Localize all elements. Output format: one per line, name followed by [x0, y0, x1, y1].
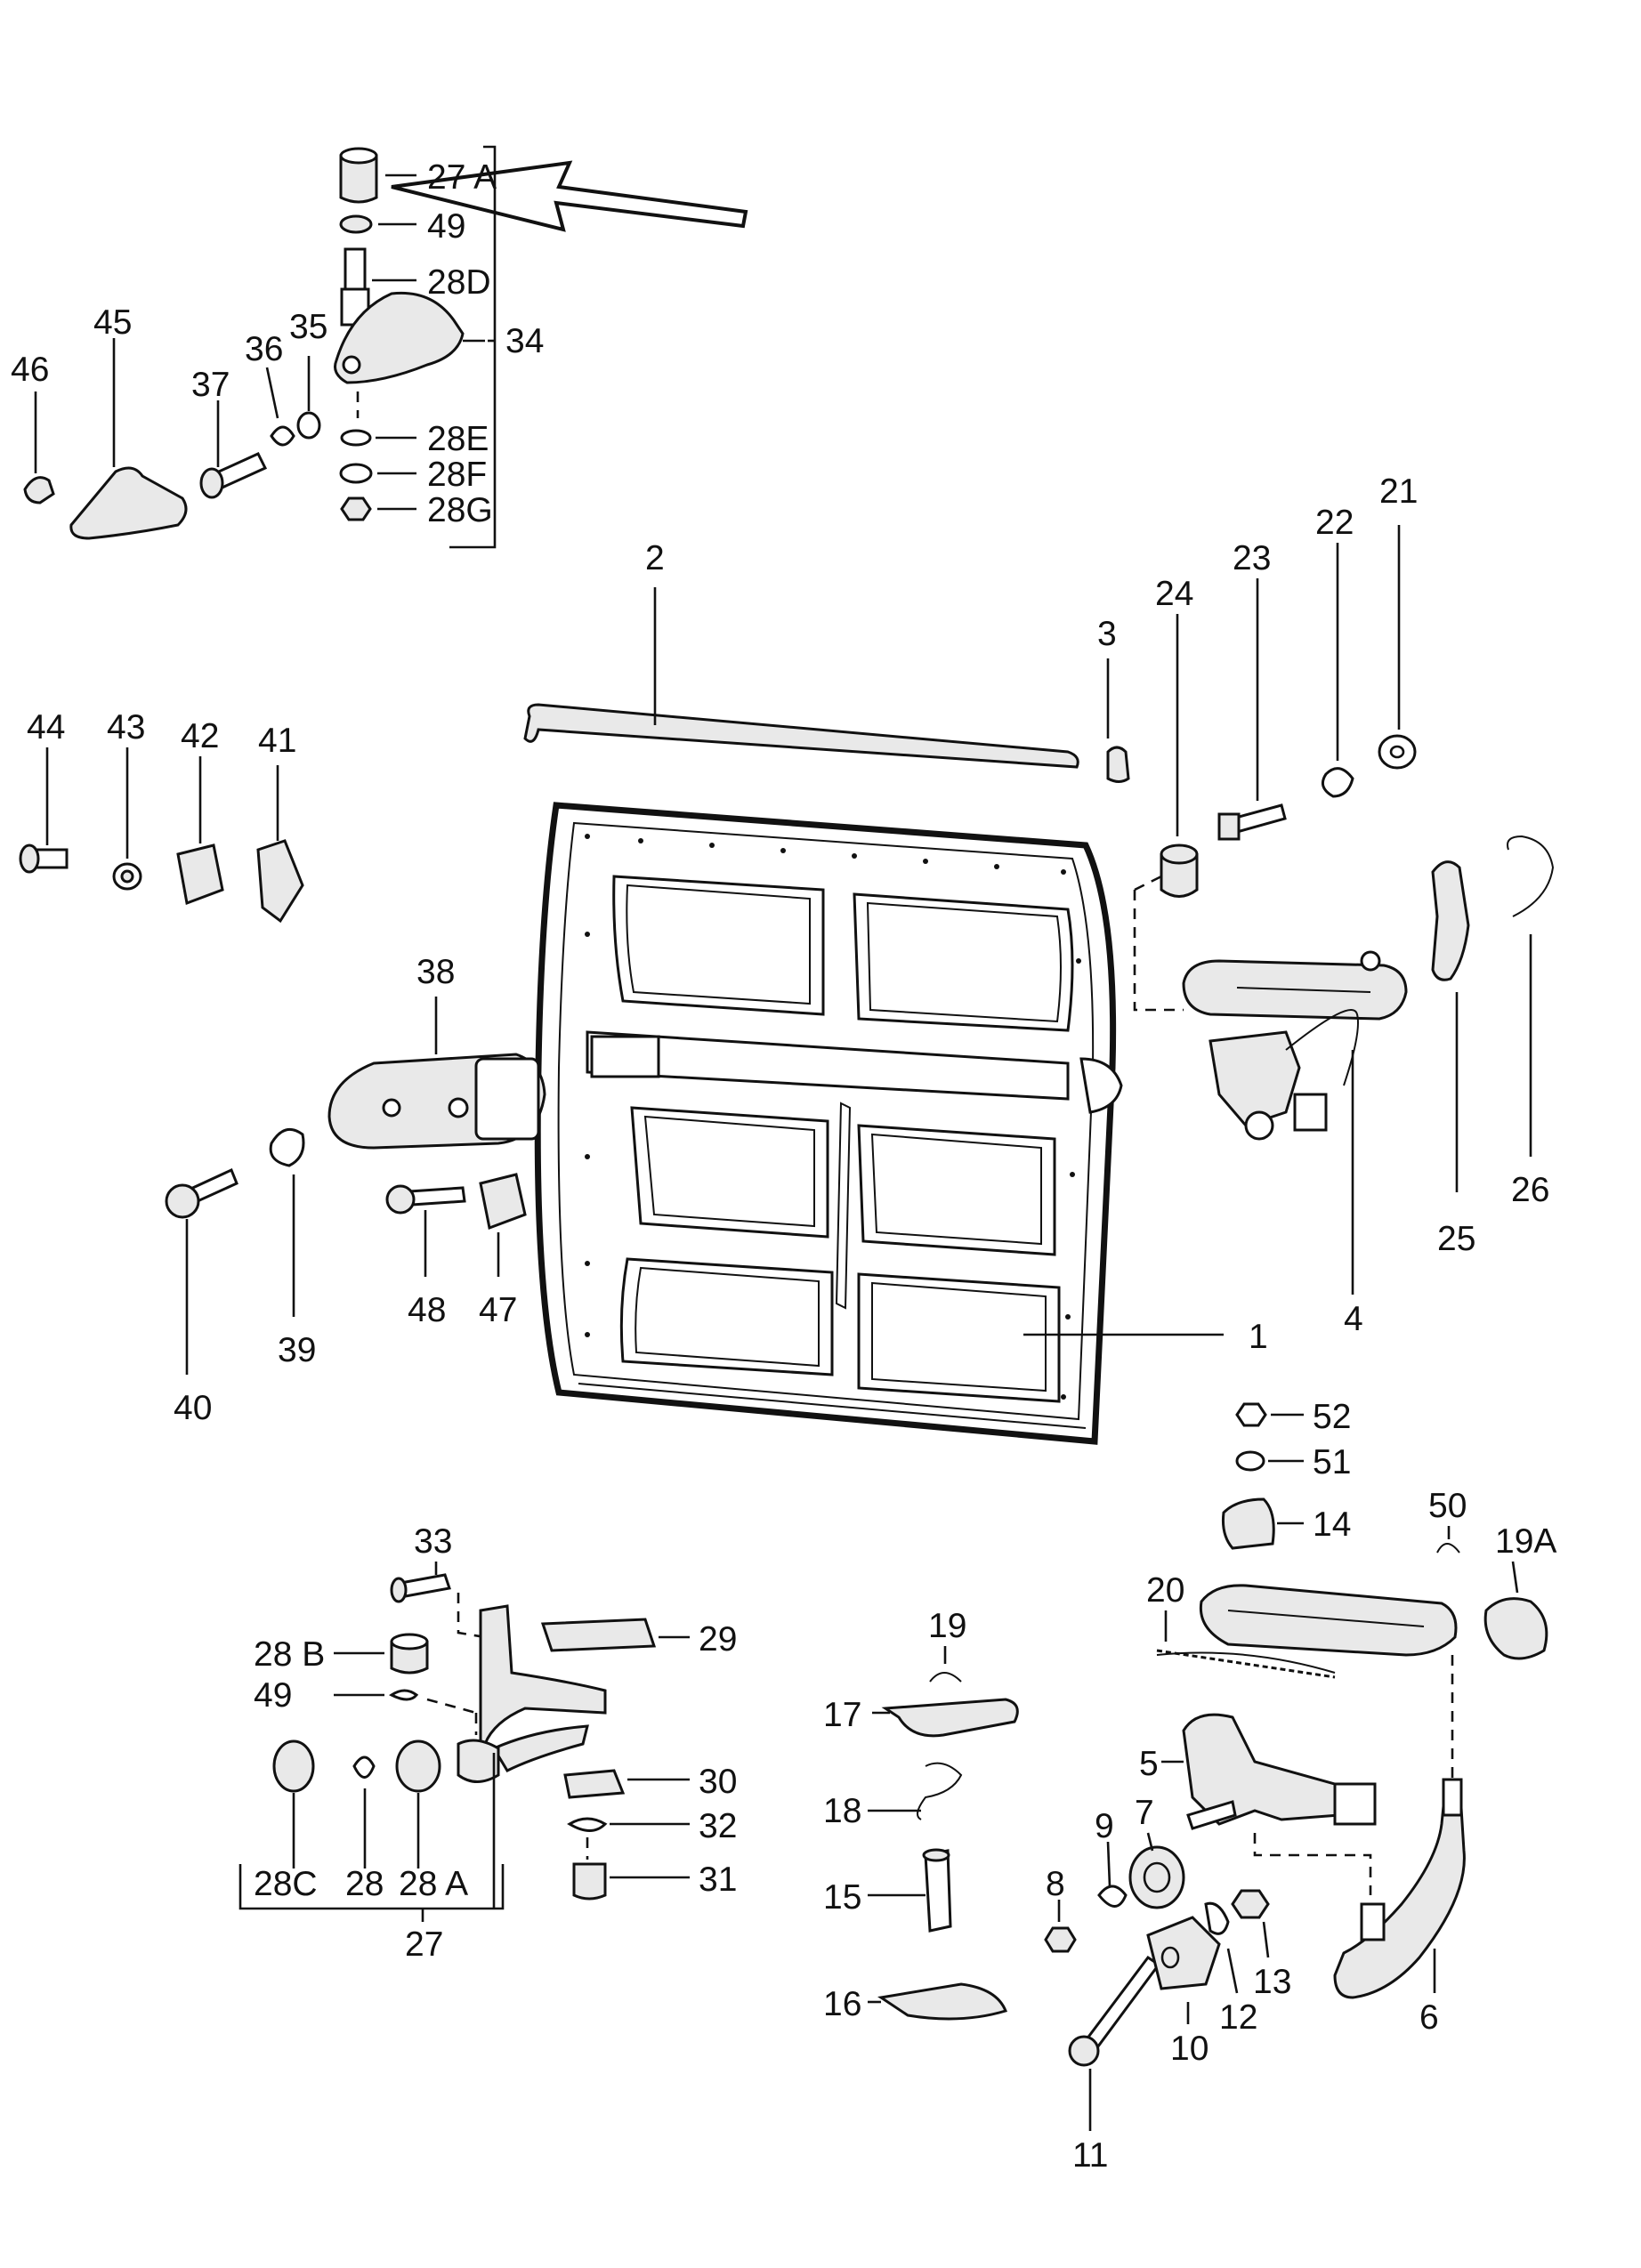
label-24: 24	[1155, 575, 1193, 613]
label-5: 5	[1139, 1745, 1159, 1783]
label-52: 52	[1313, 1398, 1351, 1436]
label-9: 9	[1095, 1807, 1114, 1845]
label-28G: 28G	[427, 491, 493, 529]
label-32: 32	[699, 1807, 737, 1845]
label-36: 36	[245, 330, 283, 368]
label-23: 23	[1233, 539, 1271, 577]
label-42: 42	[181, 717, 219, 755]
label-19: 19	[928, 1607, 966, 1645]
label-12: 12	[1219, 1998, 1257, 2037]
door-panel	[534, 802, 1224, 1445]
label-16: 16	[823, 1985, 861, 2023]
label-1: 1	[1249, 1318, 1268, 1356]
right-lock-group	[1133, 835, 1555, 1295]
label-28: 28	[345, 1865, 384, 1903]
label-31: 31	[699, 1860, 737, 1899]
label-48: 48	[408, 1291, 446, 1329]
label-19A: 19A	[1495, 1522, 1556, 1561]
label-27A: 27 A	[427, 158, 497, 197]
callout-labels: 27 A 49 28D 34 28E 28F 28G 35 36 37 45 4…	[11, 158, 1556, 2175]
label-26: 26	[1511, 1171, 1549, 1209]
label-37: 37	[191, 366, 230, 404]
label-38: 38	[416, 953, 455, 991]
label-25: 25	[1437, 1220, 1475, 1258]
label-33: 33	[414, 1522, 452, 1561]
label-43: 43	[107, 708, 145, 747]
label-39: 39	[278, 1331, 316, 1369]
label-30: 30	[699, 1763, 737, 1801]
upper-right-small-parts	[1160, 525, 1417, 898]
highlight-arrow	[391, 160, 748, 232]
label-28E: 28E	[427, 420, 489, 458]
label-49-top: 49	[427, 207, 465, 246]
label-28B: 28 B	[254, 1635, 325, 1674]
label-27: 27	[405, 1925, 443, 1964]
label-28F: 28F	[427, 456, 487, 494]
rod-group	[523, 587, 1130, 783]
label-2: 2	[645, 539, 665, 577]
label-46: 46	[11, 351, 49, 389]
label-8: 8	[1046, 1865, 1065, 1903]
label-51: 51	[1313, 1443, 1351, 1481]
label-41: 41	[258, 722, 296, 760]
label-14: 14	[1313, 1505, 1351, 1544]
label-17: 17	[823, 1696, 861, 1734]
label-45: 45	[93, 303, 132, 342]
label-40: 40	[174, 1389, 212, 1427]
label-11: 11	[1072, 2136, 1109, 2175]
label-28A: 28 A	[399, 1865, 468, 1903]
hinge-bracket-group	[238, 1562, 690, 1922]
label-13: 13	[1253, 1963, 1291, 2001]
label-21: 21	[1379, 472, 1418, 511]
label-18: 18	[823, 1792, 861, 1830]
label-34: 34	[505, 322, 544, 360]
left-lock-group	[165, 997, 546, 1375]
label-6: 6	[1419, 1998, 1439, 2037]
label-49-bottom: 49	[254, 1676, 292, 1715]
label-7: 7	[1135, 1794, 1154, 1832]
label-28D: 28D	[427, 263, 491, 302]
label-4: 4	[1344, 1300, 1363, 1338]
label-28C: 28C	[254, 1865, 318, 1903]
handle-mechanism-group	[1156, 1402, 1548, 1780]
label-50: 50	[1428, 1487, 1467, 1525]
label-20: 20	[1146, 1571, 1184, 1610]
latch-parts-group	[868, 1646, 1019, 2021]
label-35: 35	[289, 308, 327, 346]
label-15: 15	[823, 1878, 861, 1917]
label-3: 3	[1097, 615, 1117, 653]
label-22: 22	[1315, 504, 1354, 542]
label-10: 10	[1170, 2030, 1209, 2068]
label-47: 47	[479, 1291, 517, 1329]
hinge-pin-group	[23, 145, 497, 549]
handle-base-group	[1044, 1713, 1466, 2131]
left-small-parts	[19, 747, 304, 924]
label-44: 44	[27, 708, 65, 747]
label-29: 29	[699, 1620, 737, 1659]
